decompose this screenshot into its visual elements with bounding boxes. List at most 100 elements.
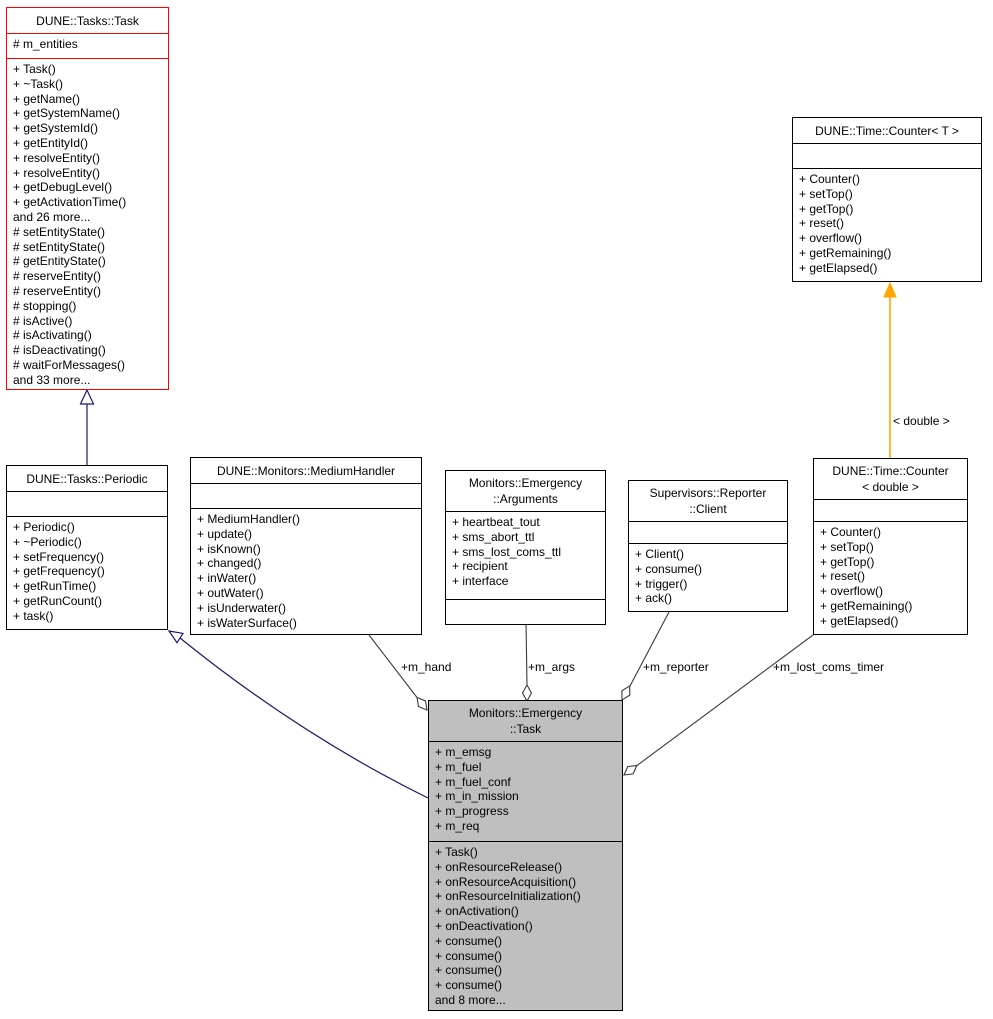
edge-label-m-lost-coms-timer: +m_lost_coms_timer <box>773 660 885 674</box>
inheritance-arrow-icon <box>167 630 184 644</box>
class-title: DUNE::Tasks::Periodic <box>26 471 148 486</box>
member-line: + getSystemId() <box>13 121 99 136</box>
member-line: + Task() <box>13 62 56 76</box>
class-monitors-emergency-task[interactable]: Monitors::Emergency ::Task + m_emsg+ m_f… <box>428 700 623 1011</box>
member-line: + consume() <box>635 561 703 576</box>
class-dune-time-counter-t[interactable]: DUNE::Time::Counter< T > + Counter()+ se… <box>792 117 982 282</box>
attributes-section: # m_entities <box>7 33 168 58</box>
member-line: + changed() <box>197 556 262 571</box>
edge-label-m-args: +m_args <box>528 660 576 674</box>
member-line: + update() <box>197 526 253 541</box>
member-line: + overflow() <box>799 231 863 246</box>
member-line: + isKnown() <box>197 541 261 556</box>
member-line: + reset() <box>820 569 866 584</box>
class-dune-tasks-task[interactable]: DUNE::Tasks::Task # m_entities + Task()+… <box>6 7 169 390</box>
member-line: and 33 more... <box>13 372 91 387</box>
attributes-section <box>7 491 167 516</box>
class-dune-time-counter-double[interactable]: DUNE::Time::Counter < double > + Counter… <box>813 458 968 635</box>
member-line: + sms_abort_ttl <box>452 529 535 544</box>
member-line: + consume() <box>435 963 503 978</box>
class-title: Monitors::Emergency ::Task <box>468 706 583 736</box>
member-line: # stopping() <box>13 298 77 313</box>
member-line: + getEntityId() <box>13 135 89 150</box>
member-line: + inWater() <box>197 571 257 586</box>
member-line: + consume() <box>435 978 503 993</box>
member-line: # setEntityState() <box>13 224 106 239</box>
member-line: + getElapsed() <box>820 613 899 628</box>
methods-section: + Periodic()+ ~Periodic()+ setFrequency(… <box>7 516 167 629</box>
class-title: DUNE::Time::Counter < double > <box>832 464 949 494</box>
member-line: + getRunCount() <box>13 593 103 608</box>
attributes-section: + heartbeat_tout+ sms_abort_ttl+ sms_los… <box>446 511 605 599</box>
edge-label-m-reporter: +m_reporter <box>643 660 709 674</box>
member-line: # isDeactivating() <box>13 343 106 358</box>
class-dune-tasks-periodic[interactable]: DUNE::Tasks::Periodic + Periodic()+ ~Per… <box>6 465 168 630</box>
class-title: Supervisors::Reporter ::Client <box>649 486 767 516</box>
class-supervisors-reporter-client[interactable]: Supervisors::Reporter ::Client + Client(… <box>628 480 788 612</box>
member-line: + outWater() <box>197 585 264 600</box>
member-line: + recipient <box>452 559 508 574</box>
edge-aggregation-m-lost-coms-timer <box>636 634 814 766</box>
member-line: # isActive() <box>13 313 73 328</box>
member-line: + getSystemName() <box>13 106 121 121</box>
member-line: + Counter() <box>799 172 861 186</box>
edge-label-m-hand: +m_hand <box>401 660 452 674</box>
edge-label-template-double: < double > <box>893 414 950 428</box>
member-line: + m_in_mission <box>435 789 519 804</box>
member-line: + ~Task() <box>13 76 64 91</box>
attributes-section <box>814 499 967 521</box>
member-line: + task() <box>13 608 54 623</box>
class-title: DUNE::Monitors::MediumHandler <box>216 463 396 478</box>
member-line: + isUnderwater() <box>197 600 287 615</box>
member-line: + resolveEntity() <box>13 150 101 165</box>
member-line: + overflow() <box>820 584 884 599</box>
member-line: + trigger() <box>635 576 688 591</box>
member-line: + m_progress <box>435 804 509 819</box>
class-dune-monitors-mediumhandler[interactable]: DUNE::Monitors::MediumHandler + MediumHa… <box>190 457 422 635</box>
member-line: + onResourceRelease() <box>435 859 563 874</box>
member-line: + getElapsed() <box>799 260 878 275</box>
class-monitors-emergency-arguments[interactable]: Monitors::Emergency ::Arguments + heartb… <box>445 470 606 625</box>
member-line: + setTop() <box>820 539 874 554</box>
methods-section: + Task()+ onResourceRelease()+ onResourc… <box>429 841 622 1010</box>
class-title: DUNE::Tasks::Task <box>36 13 139 28</box>
member-line: + getFrequency() <box>13 564 105 579</box>
attributes-section <box>793 143 981 168</box>
member-line: + onResourceInitialization() <box>435 889 581 904</box>
member-line: + heartbeat_tout <box>452 515 540 529</box>
member-line: + onDeactivation() <box>435 918 533 933</box>
member-line: + onActivation() <box>435 904 519 919</box>
class-title: DUNE::Time::Counter< T > <box>815 123 959 138</box>
aggregation-diamond-icon <box>623 764 638 776</box>
member-line: + getName() <box>13 91 81 106</box>
edge-inheritance-emergencytask-to-periodic <box>179 637 429 799</box>
attributes-section <box>629 521 787 543</box>
edge-aggregation-m-args <box>525 621 528 686</box>
member-line: + getActivationTime() <box>13 195 127 210</box>
methods-section: + Counter()+ setTop()+ getTop()+ reset()… <box>793 168 981 281</box>
member-line: + interface <box>452 574 509 589</box>
member-line: + getRemaining() <box>799 245 892 260</box>
member-line: + m_fuel <box>435 759 482 774</box>
member-line: and 26 more... <box>13 209 91 224</box>
attributes-section <box>191 483 421 508</box>
member-line: + sms_lost_coms_ttl <box>452 544 562 559</box>
member-line: # m_entities <box>13 37 78 51</box>
member-line: + Counter() <box>820 525 882 539</box>
member-line: + getDebugLevel() <box>13 180 113 195</box>
member-line: + onResourceAcquisition() <box>435 874 577 889</box>
edge-aggregation-m-reporter <box>629 611 670 687</box>
member-line: + m_req <box>435 818 480 833</box>
methods-section: + Client()+ consume()+ trigger()+ ack() <box>629 543 787 611</box>
member-line: + ~Periodic() <box>13 534 82 549</box>
class-title: Monitors::Emergency ::Arguments <box>468 476 583 506</box>
template-arrow-icon <box>883 281 897 298</box>
member-line: + ack() <box>635 591 673 606</box>
member-line: + getRunTime() <box>13 579 97 594</box>
member-line: + m_fuel_conf <box>435 774 511 789</box>
member-line: + reset() <box>799 216 845 231</box>
member-line: + MediumHandler() <box>197 512 301 526</box>
methods-section <box>446 599 605 624</box>
member-line: and 8 more... <box>435 992 506 1007</box>
member-line: + Periodic() <box>13 520 75 534</box>
